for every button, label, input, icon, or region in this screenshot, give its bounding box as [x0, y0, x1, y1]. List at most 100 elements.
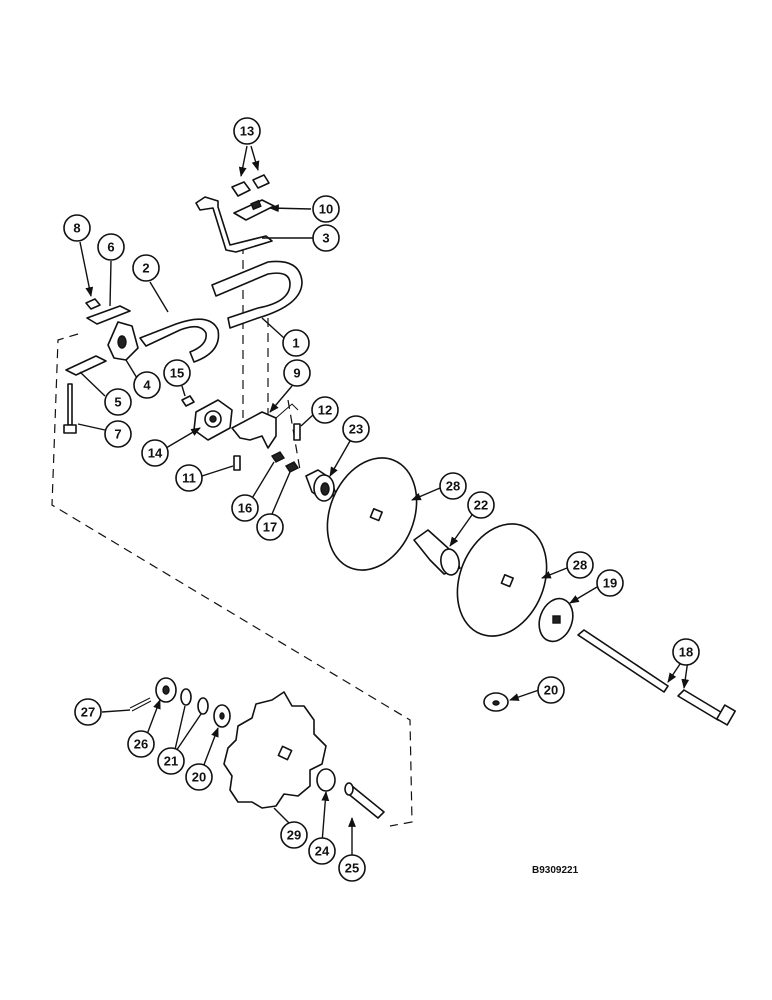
callout-17: 17 — [256, 513, 284, 541]
svg-text:28: 28 — [573, 558, 587, 573]
callout-25: 25 — [338, 854, 366, 882]
leader-13a — [238, 145, 248, 177]
washer-part-20a — [483, 692, 509, 712]
svg-text:17: 17 — [263, 520, 277, 535]
svg-text:10: 10 — [319, 202, 333, 217]
leader-7 — [77, 423, 106, 431]
callout-21: 21 — [157, 747, 185, 775]
svg-text:8: 8 — [73, 221, 80, 236]
bearing-flange-part-14 — [193, 399, 233, 441]
washer-part-21b — [197, 697, 209, 715]
callout-20b: 20 — [185, 763, 213, 791]
bolt-part-15 — [181, 395, 195, 407]
leader-20b — [201, 727, 219, 771]
mounting-bracket-part-9 — [231, 403, 299, 449]
callout-15: 15 — [163, 359, 191, 387]
callout-23: 23 — [342, 415, 370, 443]
callout-9: 9 — [283, 359, 311, 387]
callout-27: 27 — [74, 698, 102, 726]
callout-19: 19 — [596, 569, 624, 597]
leader-8 — [79, 241, 94, 297]
clamp-plate-part-6 — [86, 305, 131, 325]
callout-4: 4 — [133, 371, 161, 399]
leader-28a — [411, 487, 441, 501]
svg-text:5: 5 — [114, 395, 121, 410]
svg-text:9: 9 — [293, 366, 300, 381]
spring-shank-part-1 — [211, 260, 303, 329]
svg-text:16: 16 — [238, 501, 252, 516]
callout-28a: 28 — [439, 472, 467, 500]
bolt-part-12 — [293, 423, 301, 441]
leader-11 — [201, 465, 234, 477]
callout-10: 10 — [312, 195, 340, 223]
leader-26 — [145, 699, 161, 738]
callout-11: 11 — [175, 464, 203, 492]
leader-20a — [509, 689, 540, 701]
nut-part-17 — [284, 461, 300, 473]
nut-part-13b — [252, 174, 270, 189]
leader-24 — [321, 791, 330, 844]
svg-text:26: 26 — [134, 737, 148, 752]
svg-text:15: 15 — [170, 366, 184, 381]
bolt-part-7 — [63, 383, 77, 434]
leader-6 — [109, 260, 112, 307]
spacer-spool-part-22 — [413, 529, 461, 576]
leader-13b — [250, 145, 260, 171]
svg-text:12: 12 — [318, 403, 332, 418]
svg-text:22: 22 — [474, 498, 488, 513]
svg-text:3: 3 — [322, 231, 329, 246]
svg-text:19: 19 — [603, 576, 617, 591]
nut-part-8 — [85, 298, 101, 310]
callout-12: 12 — [311, 396, 339, 424]
notched-disc-part-29 — [223, 691, 327, 809]
disc-blade-part-28a — [326, 457, 418, 571]
cap-part-24 — [316, 768, 336, 792]
callout-1: 1 — [282, 329, 310, 357]
svg-text:24: 24 — [315, 844, 330, 859]
svg-text:20: 20 — [192, 770, 206, 785]
leader-14 — [165, 427, 201, 449]
svg-text:2: 2 — [142, 261, 149, 276]
leader-2 — [149, 281, 169, 313]
callout-2: 2 — [132, 254, 160, 282]
svg-text:25: 25 — [345, 861, 359, 876]
leader-27 — [101, 709, 131, 713]
callout-14: 14 — [141, 439, 169, 467]
leader-28b — [541, 567, 568, 579]
drawing-number: B9309221 — [532, 865, 579, 876]
svg-text:20: 20 — [544, 683, 558, 698]
washer-part-21a — [180, 688, 192, 706]
callout-20a: 20 — [537, 676, 565, 704]
leader-17 — [271, 471, 291, 515]
callout-24: 24 — [308, 837, 336, 865]
cotter-pin-part-27 — [129, 697, 152, 712]
callout-22: 22 — [467, 491, 495, 519]
axle-bolt-part-18 — [577, 629, 736, 726]
nut-part-16 — [270, 451, 286, 463]
washer-part-20b — [213, 704, 231, 728]
svg-text:11: 11 — [182, 471, 196, 486]
svg-text:1: 1 — [292, 336, 299, 351]
leader-19 — [569, 586, 598, 604]
leader-12 — [300, 413, 315, 427]
callout-16: 16 — [231, 494, 259, 522]
svg-text:4: 4 — [143, 378, 151, 393]
callout-13: 13 — [233, 117, 261, 145]
clamp-plate-part-10 — [233, 199, 275, 221]
svg-text:21: 21 — [164, 754, 178, 769]
leader-1 — [261, 317, 285, 339]
spacer-tube-part-25 — [344, 782, 385, 819]
callout-8: 8 — [63, 214, 91, 242]
callout-3: 3 — [312, 224, 340, 252]
nut-part-13a — [231, 181, 251, 197]
castle-nut-part-26 — [155, 677, 177, 703]
callout-6: 6 — [97, 233, 125, 261]
svg-text:23: 23 — [349, 422, 363, 437]
leader-23 — [329, 440, 351, 477]
bolt-part-11 — [233, 455, 241, 471]
leader-5 — [79, 371, 106, 397]
leader-9 — [269, 385, 293, 413]
svg-text:7: 7 — [114, 427, 121, 442]
callout-7: 7 — [104, 420, 132, 448]
